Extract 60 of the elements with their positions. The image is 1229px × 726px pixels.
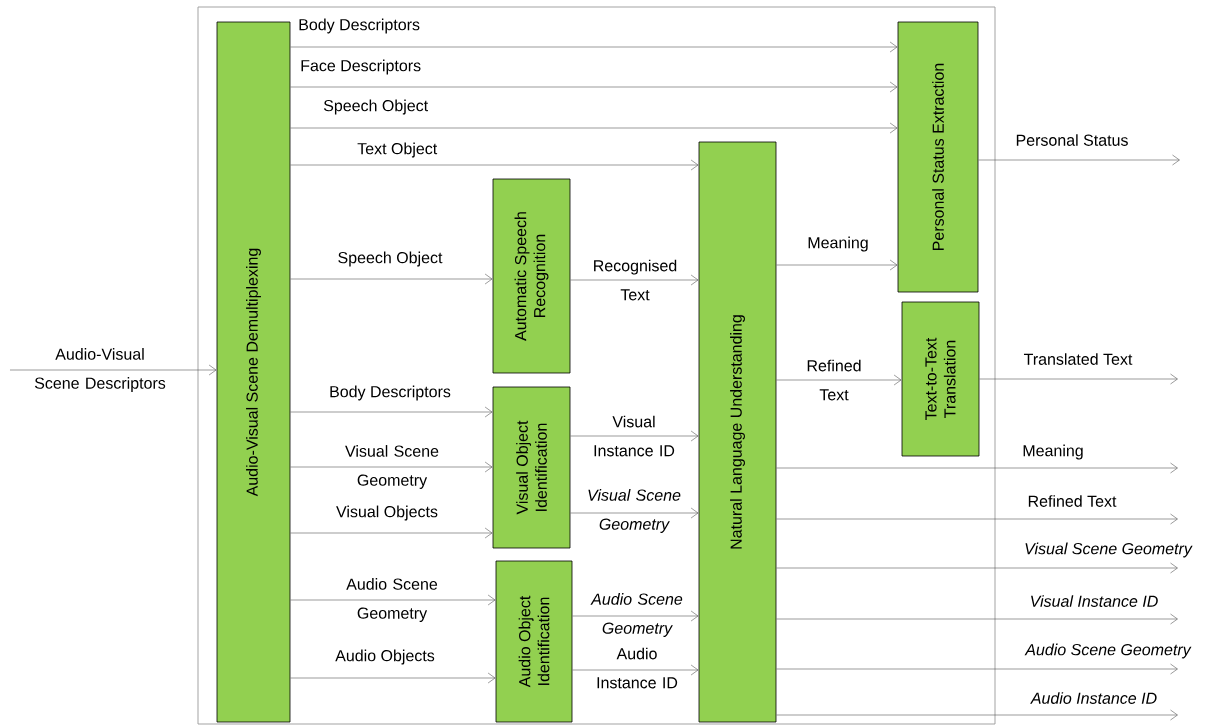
- arrow: [776, 513, 1178, 525]
- edge-label: Refined Text: [1028, 495, 1117, 507]
- edge-label: Visual Scene Geometry: [345, 445, 439, 489]
- arrow: [290, 527, 493, 539]
- edge-label: Visual Scene Geometry: [1025, 542, 1193, 558]
- process-box: Audio-Visual Scene Demultiplexing: [216, 21, 291, 723]
- edge-label: Audio Instance ID: [1030, 692, 1157, 704]
- edge-label: Translated Text: [1024, 353, 1133, 365]
- edge-label: Body Descriptors: [299, 18, 420, 34]
- arrow: [979, 373, 1178, 385]
- arrow: [290, 594, 496, 606]
- arrow: [572, 664, 699, 676]
- edge-label: Meaning: [1023, 444, 1083, 460]
- edge-label: Visual Instance ID: [1031, 595, 1158, 607]
- edge-label: Text Object: [357, 142, 438, 158]
- process-box: Visual Object Identification: [492, 386, 571, 549]
- edge-label: Body Descriptors: [330, 385, 451, 401]
- arrow: [290, 41, 898, 53]
- arrow: [776, 259, 898, 271]
- arrow: [776, 663, 1178, 675]
- edge-label: Audio Scene Geometry: [590, 593, 683, 637]
- arrow: [776, 374, 902, 386]
- arrow: [290, 81, 898, 93]
- arrow: [776, 562, 1178, 574]
- edge-label: Audio Scene Geometry: [346, 578, 438, 622]
- edge-label: Speech Object: [338, 251, 443, 267]
- edge-label: Audio-Visual Scene Descriptors: [34, 348, 166, 392]
- edge-label: Audio Scene Geometry: [1024, 643, 1192, 659]
- arrow: [776, 462, 1178, 474]
- arrow: [570, 430, 699, 442]
- edge-label: Visual Scene Geometry: [588, 489, 681, 533]
- arrow: [290, 672, 496, 684]
- edge-label: Audio Instance ID: [597, 647, 678, 689]
- process-box: Personal Status Extraction: [897, 21, 979, 293]
- arrow: [290, 159, 699, 171]
- arrow: [570, 274, 699, 286]
- edge-label: Speech Object: [323, 99, 428, 115]
- edge-label: Visual Objects: [336, 505, 438, 521]
- edge-label: Personal Status: [1016, 134, 1128, 146]
- arrow: [570, 507, 699, 519]
- process-box: Audio Object Identification: [495, 560, 573, 723]
- frame-box: [197, 6, 996, 725]
- edge-label: Refined Text: [807, 359, 861, 401]
- edge-label: Visual Instance ID: [594, 415, 675, 457]
- arrow: [572, 610, 699, 622]
- arrow: [776, 709, 1178, 721]
- process-box: Text-to-Text Translation: [901, 301, 980, 457]
- arrow: [776, 613, 1178, 625]
- arrow: [290, 122, 898, 134]
- process-box: Automatic Speech Recognition: [492, 178, 571, 374]
- arrow: [290, 273, 493, 285]
- process-box: Natural Language Understanding: [698, 141, 777, 723]
- arrow: [290, 461, 493, 473]
- edge-label: Meaning: [808, 236, 868, 252]
- edge-label: Face Descriptors: [301, 59, 421, 75]
- edge-label: Audio Objects: [335, 649, 435, 665]
- arrow: [290, 406, 493, 418]
- edge-label: Recognised Text: [594, 259, 677, 301]
- arrow: [978, 154, 1180, 166]
- arrow: [9, 364, 217, 376]
